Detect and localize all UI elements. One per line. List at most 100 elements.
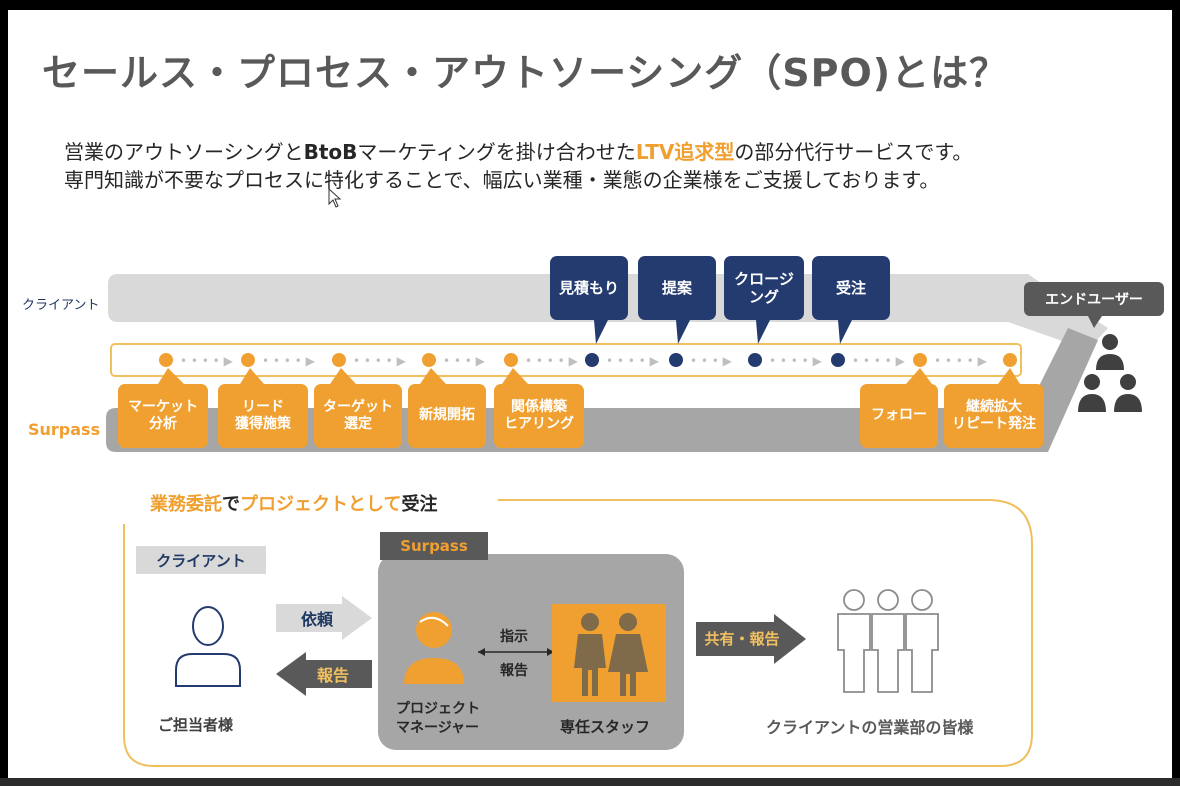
process-rail: [110, 343, 1022, 377]
callout-tail: [330, 368, 356, 384]
dedicated-staff-box: [552, 604, 666, 702]
svg-text:• • • ▶: • • • ▶: [443, 354, 486, 368]
sales-team-icon: [837, 589, 939, 693]
step-label: ターゲット 選定: [323, 398, 393, 433]
step-dot: [913, 353, 927, 367]
step-label: 継続拡大 リピート発注: [952, 398, 1036, 433]
pm-caption-line1: プロジェクト: [396, 701, 480, 717]
callout-tail: [420, 368, 446, 384]
client-step-proposal: 提案: [638, 256, 716, 320]
section-title-part: プロジェクトとして: [240, 494, 402, 515]
callout-tail: [158, 368, 184, 384]
callout-tail: [756, 320, 770, 344]
client-step-closing: クロージ ング: [724, 256, 804, 320]
step-dot: [831, 353, 845, 367]
step-label: マーケット 分析: [128, 398, 198, 433]
step-label: 受注: [835, 279, 866, 297]
section-title-part: 受注: [401, 494, 438, 515]
surpass-lane-label: Surpass: [28, 420, 101, 439]
surpass-label: Surpass: [380, 532, 488, 560]
end-user-group-icon: [1078, 334, 1142, 412]
bottom-strip: [0, 778, 1180, 786]
step-label: 新規開拓: [419, 407, 475, 424]
person-outline-icon: [175, 606, 241, 687]
surpass-step-follow: フォロー: [860, 384, 938, 448]
intro-bold: BtoB: [303, 140, 358, 164]
step-dot: [159, 353, 173, 367]
callout-tail: [502, 368, 528, 384]
callout-tail: [594, 320, 608, 344]
step-dot: [504, 353, 518, 367]
section-frame: [123, 499, 1033, 767]
svg-text:• • • • ▶: • • • • ▶: [934, 354, 988, 368]
svg-text:• • • • ▶: • • • • ▶: [606, 354, 660, 368]
client-step-estimate: 見積もり: [550, 256, 628, 320]
svg-text:• • • • ▶: • • • • ▶: [180, 354, 234, 368]
svg-text:• • • ▶: • • • ▶: [690, 354, 733, 368]
section-title-part: で: [222, 494, 240, 515]
cursor-icon: [328, 188, 342, 208]
step-dot: [422, 353, 436, 367]
step-label: リード 獲得施策: [235, 398, 291, 433]
surpass-step-relationship: 関係構築 ヒアリング: [494, 384, 584, 448]
step-label: 見積もり: [558, 279, 619, 297]
intro-line-1: 営業のアウトソーシングとBtoBマーケティングを掛け合わせたLTV追求型の部分代…: [64, 136, 972, 165]
step-dot: [241, 353, 255, 367]
client-label: クライアント: [136, 546, 266, 574]
instruct-label: 指示: [500, 629, 528, 645]
step-dot: [669, 353, 683, 367]
slide: セールス・プロセス・アウトソーシング（SPO)とは？ 営業のアウトソーシングとB…: [8, 10, 1172, 778]
intro-highlight: LTV追求型: [635, 140, 735, 164]
surpass-step-new-biz: 新規開拓: [408, 384, 486, 448]
step-label: クロージ ング: [734, 270, 794, 306]
share-label: 共有・報告: [704, 629, 780, 648]
svg-text:• • • • ▶: • • • • ▶: [262, 354, 316, 368]
step-dot: [1003, 353, 1017, 367]
page-title: セールス・プロセス・アウトソーシング（SPO)とは？: [42, 51, 1009, 95]
project-manager-icon: [404, 612, 464, 684]
end-user-label: エンドユーザー: [1024, 282, 1164, 316]
svg-text:• • • • ▶: • • • • ▶: [769, 354, 823, 368]
intro-text: マーケティングを掛け合わせた: [357, 140, 636, 164]
surpass-step-targeting: ターゲット 選定: [314, 384, 402, 448]
step-dot: [748, 353, 762, 367]
svg-text:• • • • ▶: • • • • ▶: [852, 354, 906, 368]
report-arrow: [276, 652, 372, 696]
step-dot: [332, 353, 346, 367]
staff-pair-icon: [574, 613, 648, 696]
section-title: 業務委託でプロジェクトとして受注: [144, 490, 444, 516]
intro-line-2: 専門知識が不要なプロセスに特化することで、幅広い業種・業態の企業様をご支援してお…: [64, 168, 940, 192]
callout-tail: [1088, 316, 1102, 328]
report-label: 報告: [316, 666, 349, 685]
callout-tail: [240, 368, 264, 384]
request-arrow: [276, 596, 372, 640]
intro-text: 営業のアウトソーシングと: [64, 140, 304, 164]
client-caption: ご担当者様: [158, 716, 234, 734]
step-label: 関係構築 ヒアリング: [504, 398, 574, 433]
client-step-order: 受注: [812, 256, 890, 320]
callout-tail: [998, 368, 1020, 384]
surpass-step-repeat: 継続拡大 リピート発注: [944, 384, 1044, 448]
request-label: 依頼: [300, 610, 333, 629]
client-lane-label: クライアント: [22, 298, 100, 313]
pm-caption-line2: マネージャー: [396, 720, 480, 736]
sales-caption: クライアントの営業部の皆様: [766, 718, 974, 737]
step-dot: [585, 353, 599, 367]
double-arrow-icon: [478, 648, 554, 656]
surpass-step-lead-gen: リード 獲得施策: [218, 384, 308, 448]
intro-text: の部分代行サービスです。: [734, 140, 973, 164]
svg-text:• • • • ▶: • • • • ▶: [525, 354, 579, 368]
rail-dot-arrows: • • • • ▶ • • • • ▶ • • • • ▶ • • • ▶ • …: [180, 354, 988, 368]
callout-tail: [676, 320, 690, 344]
surpass-step-market-analysis: マーケット 分析: [118, 384, 208, 448]
section-title-part: 業務委託: [150, 494, 222, 515]
report-inner-label: 報告: [500, 663, 528, 679]
share-arrow: [696, 614, 806, 664]
step-label: フォロー: [871, 407, 927, 424]
process-dots: • • • • ▶ • • • • ▶ • • • • ▶ • • • ▶ • …: [158, 316, 1102, 384]
request-report-arrows: [276, 596, 372, 696]
callout-tail: [906, 368, 932, 384]
svg-text:• • • • ▶: • • • • ▶: [353, 354, 407, 368]
staff-caption: 専任スタッフ: [560, 718, 651, 736]
callout-tail: [838, 320, 852, 344]
